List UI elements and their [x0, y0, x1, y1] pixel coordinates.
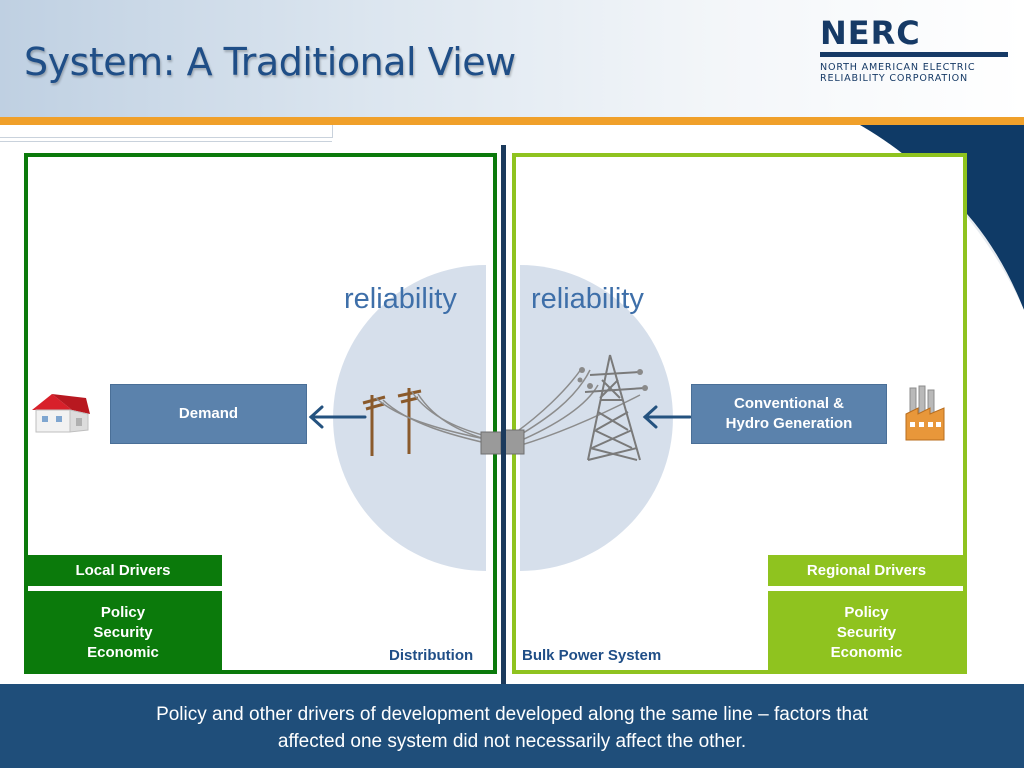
- logo-subtitle-line-1: NORTH AMERICAN ELECTRIC: [820, 62, 976, 73]
- footer-caption-line-2: affected one system did not necessarily …: [277, 731, 747, 752]
- demand-box: Demand: [110, 384, 307, 444]
- footer-caption-line-1: Policy and other drivers of development …: [156, 704, 868, 725]
- local-drivers-list: Policy Security Economic: [24, 591, 222, 674]
- footer-band: [0, 684, 1024, 768]
- reliability-label-right: reliability: [531, 283, 644, 315]
- regional-drivers-list: Policy Security Economic: [768, 591, 965, 674]
- house-icon: [32, 394, 90, 433]
- logo-subtitle: NORTH AMERICAN ELECTRIC RELIABILITY CORP…: [820, 62, 975, 84]
- generation-box: Conventional & Hydro Generation: [691, 384, 887, 444]
- header-tab-underline: [0, 141, 332, 142]
- regional-driver-item: Security: [836, 623, 897, 641]
- local-driver-item: Security: [93, 623, 153, 641]
- local-driver-item: Economic: [87, 643, 159, 661]
- system-divider: [501, 145, 506, 685]
- distribution-label: Distribution: [389, 647, 474, 664]
- header-tab: [0, 125, 333, 138]
- bulk-power-system-label: Bulk Power System: [522, 647, 662, 664]
- logo-wordmark: NERC: [820, 14, 921, 52]
- orange-accent-band: [0, 117, 1024, 125]
- footer-caption: Policy and other drivers of development …: [60, 701, 964, 755]
- generation-label-line-2: Hydro Generation: [725, 415, 853, 432]
- generation-label-line-1: Conventional &: [733, 395, 844, 412]
- local-driver-item: Policy: [100, 603, 146, 621]
- regional-driver-item: Economic: [830, 643, 903, 661]
- header-background: [0, 0, 1024, 118]
- regional-drivers-header: Regional Drivers: [768, 555, 965, 586]
- reliability-label-left: reliability: [344, 283, 457, 315]
- slide-title: System: A Traditional View: [24, 40, 516, 84]
- logo-rule: [820, 52, 1008, 57]
- regional-driver-item: Policy: [844, 603, 889, 621]
- factory-icon: [905, 385, 945, 441]
- logo-subtitle-line-2: RELIABILITY CORPORATION: [820, 73, 968, 84]
- local-drivers-header: Local Drivers: [24, 555, 222, 586]
